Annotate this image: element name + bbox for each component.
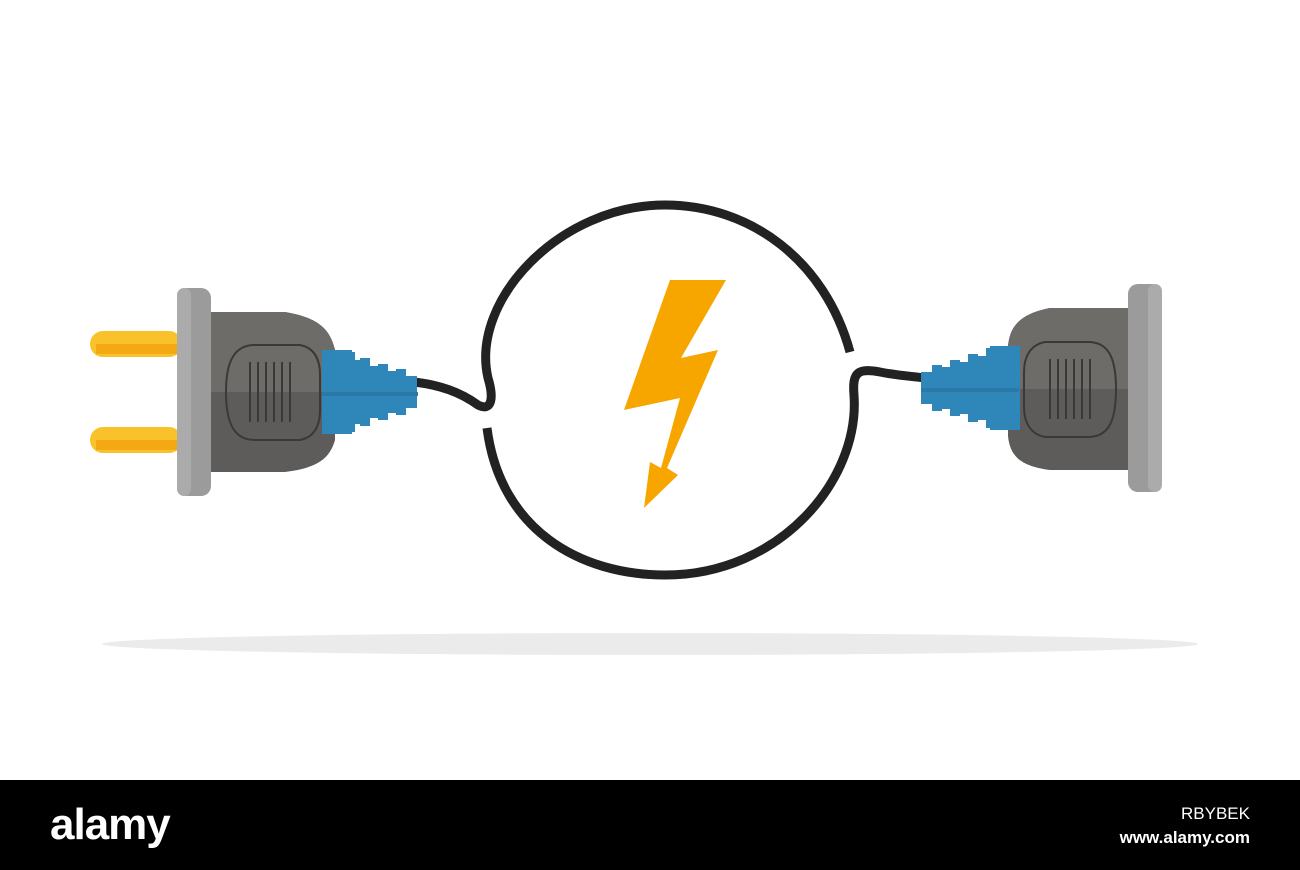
left-cable bbox=[413, 200, 855, 412]
plug-grip bbox=[224, 344, 321, 441]
power-plug-disconnected-illustration bbox=[90, 200, 1198, 655]
socket-icon bbox=[921, 284, 1162, 492]
alamy-logo: alamy bbox=[50, 800, 171, 849]
lightning-bolt-icon bbox=[624, 280, 726, 508]
image-id: RBYBEK bbox=[1181, 804, 1250, 823]
ground-shadow bbox=[102, 633, 1198, 655]
cable-loop bbox=[413, 200, 926, 580]
watermark-footer: alamy RBYBEK www.alamy.com bbox=[0, 780, 1300, 870]
socket-grip bbox=[1023, 341, 1118, 438]
right-cable bbox=[482, 366, 926, 580]
watermark-url: www.alamy.com bbox=[1119, 828, 1250, 847]
illustration-canvas bbox=[90, 200, 1198, 655]
plug-icon bbox=[90, 288, 418, 496]
